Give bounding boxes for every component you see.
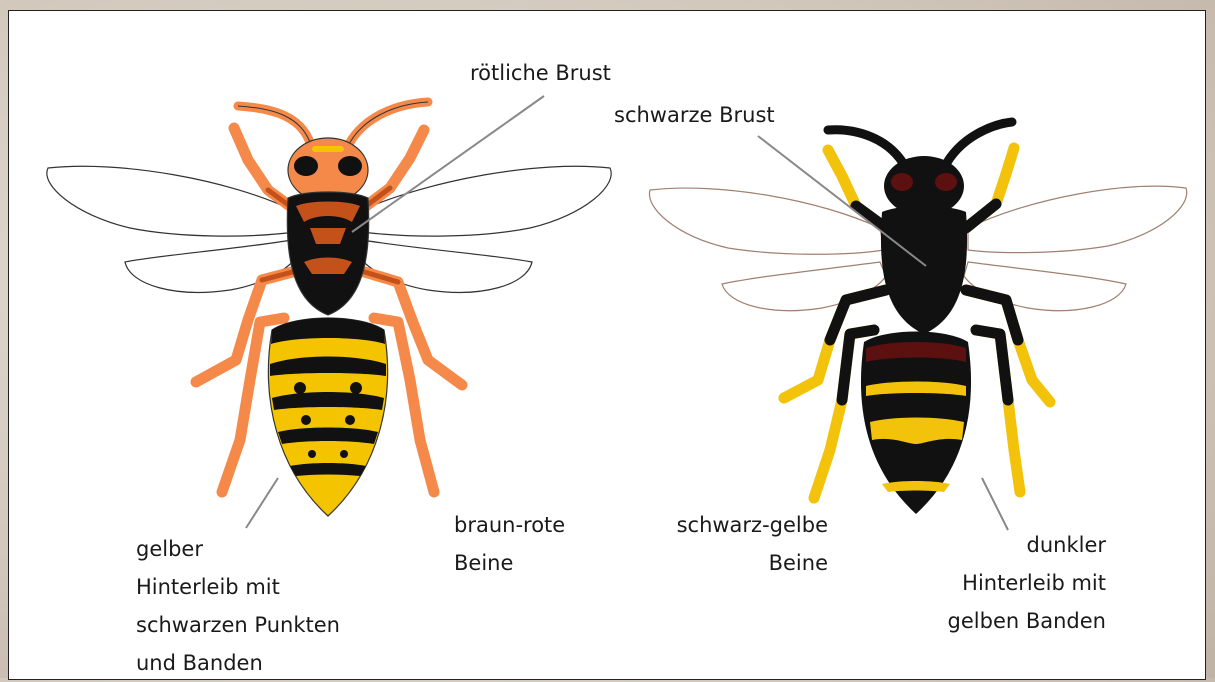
label-line: dunkler bbox=[900, 526, 1106, 564]
label-line: Hinterleib mit bbox=[900, 564, 1106, 602]
label-line: Beine bbox=[454, 544, 565, 582]
label-asian-abdomen: dunkler Hinterleib mit gelben Banden bbox=[900, 526, 1106, 640]
label-hornet-legs: braun-rote Beine bbox=[454, 506, 565, 582]
label-line: Hinterleib mit bbox=[136, 568, 340, 606]
label-hornet-abdomen: gelber Hinterleib mit schwarzen Punkten … bbox=[136, 530, 340, 682]
label-line: gelber bbox=[136, 530, 340, 568]
label-line: schwarz-gelbe bbox=[650, 506, 828, 544]
label-asian-legs: schwarz-gelbe Beine bbox=[650, 506, 828, 582]
label-asian-chest: schwarze Brust bbox=[614, 96, 775, 134]
leader-line-asian-abdomen bbox=[982, 478, 1008, 530]
leader-line-hornet-abdomen bbox=[246, 478, 278, 528]
label-line: und Banden bbox=[136, 644, 340, 682]
asian-hornet-illustration bbox=[649, 122, 1186, 514]
label-line: gelben Banden bbox=[900, 602, 1106, 640]
european-hornet-illustration bbox=[47, 102, 611, 516]
label-line: braun-rote bbox=[454, 506, 565, 544]
asian-thorax bbox=[881, 206, 967, 334]
label-line: Beine bbox=[650, 544, 828, 582]
label-line: schwarzen Punkten bbox=[136, 606, 340, 644]
hornet-abdomen bbox=[268, 318, 387, 516]
label-hornet-chest: rötliche Brust bbox=[470, 54, 611, 92]
